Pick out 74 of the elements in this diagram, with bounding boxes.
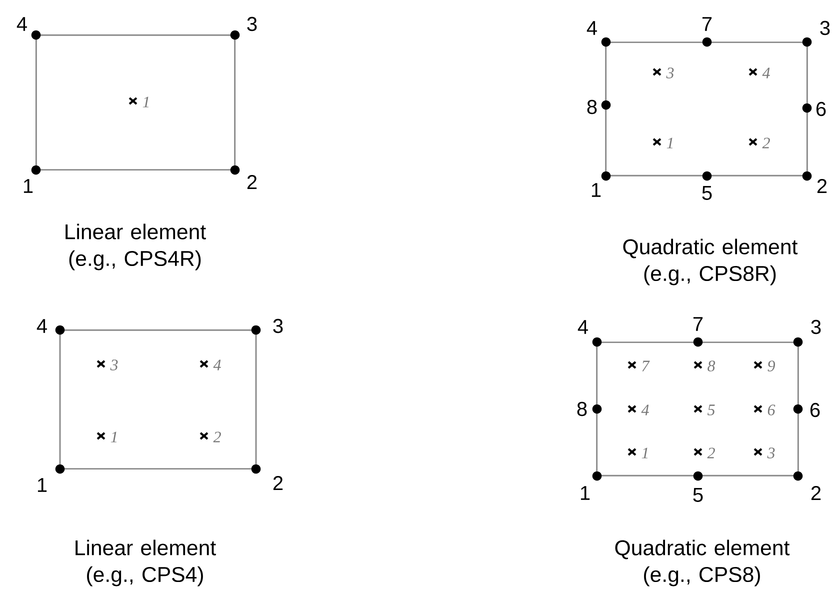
node-number: 3 bbox=[273, 318, 283, 334]
node-number: 8 bbox=[577, 402, 587, 416]
element-caption: Linear element (e.g., CPS4R) bbox=[66, 224, 206, 270]
node-number: 1 bbox=[580, 486, 590, 500]
node-dot bbox=[601, 100, 611, 110]
integration-point-number: 9 bbox=[768, 360, 775, 372]
node-dot bbox=[693, 471, 703, 481]
node-number: 3 bbox=[811, 320, 821, 334]
node-number: 4 bbox=[16, 17, 27, 31]
node-dot bbox=[592, 471, 602, 481]
integration-point-number: 2 bbox=[762, 138, 770, 148]
element-caption: Quadratic element (e.g., CPS8R) bbox=[623, 238, 798, 286]
node-number: 4 bbox=[36, 319, 47, 333]
integration-point-number: 4 bbox=[213, 360, 221, 370]
node-dot bbox=[793, 471, 803, 481]
node-number: 2 bbox=[273, 476, 283, 490]
node-dot bbox=[251, 325, 261, 335]
node-dot bbox=[55, 325, 65, 335]
node-dot bbox=[802, 37, 812, 47]
integration-point-number: 3 bbox=[110, 360, 118, 370]
node-number: 3 bbox=[820, 20, 830, 36]
node-number: 2 bbox=[247, 175, 257, 189]
node-number: 5 bbox=[693, 488, 703, 502]
node-dot bbox=[601, 171, 611, 181]
integration-point-number: 8 bbox=[708, 360, 716, 372]
node-number: 4 bbox=[578, 320, 588, 334]
element-box bbox=[605, 42, 808, 176]
integration-point-number: 5 bbox=[708, 404, 715, 416]
integration-point-number: 7 bbox=[642, 360, 650, 372]
node-number: 6 bbox=[816, 102, 826, 116]
integration-point-number: 2 bbox=[707, 448, 715, 458]
node-number: 7 bbox=[702, 17, 712, 31]
node-number: 2 bbox=[811, 486, 821, 500]
integration-point-number: 4 bbox=[762, 68, 770, 78]
node-dot bbox=[592, 337, 602, 347]
node-dot bbox=[702, 171, 712, 181]
node-number: 3 bbox=[247, 16, 257, 32]
node-dot bbox=[230, 165, 240, 175]
node-dot bbox=[601, 37, 611, 47]
node-dot bbox=[55, 464, 65, 474]
integration-point-number: 3 bbox=[767, 448, 775, 458]
node-number: 8 bbox=[587, 100, 597, 114]
integration-point-number: 6 bbox=[768, 404, 776, 416]
node-number: 2 bbox=[817, 179, 827, 193]
node-number: 7 bbox=[693, 317, 703, 331]
node-dot bbox=[802, 171, 812, 181]
node-dot bbox=[793, 404, 803, 414]
node-dot bbox=[251, 464, 261, 474]
node-dot bbox=[31, 30, 41, 40]
node-dot bbox=[793, 337, 803, 347]
node-number: 1 bbox=[592, 183, 601, 197]
node-number: 1 bbox=[24, 179, 33, 193]
node-dot bbox=[802, 103, 812, 113]
integration-point-number: 1 bbox=[666, 138, 673, 148]
element-caption: Quadratic element (e.g., CPS8) bbox=[615, 540, 790, 586]
integration-point-number: 1 bbox=[142, 96, 149, 108]
element-box bbox=[59, 329, 257, 470]
integration-point-number: 1 bbox=[642, 448, 648, 458]
node-dot bbox=[592, 404, 602, 414]
element-box bbox=[596, 342, 799, 476]
node-number: 5 bbox=[702, 186, 712, 200]
node-number: 6 bbox=[810, 402, 820, 418]
integration-point-number: 4 bbox=[641, 404, 649, 416]
integration-point-number: 1 bbox=[110, 432, 117, 442]
integration-point-number: 3 bbox=[666, 68, 674, 78]
node-number: 1 bbox=[38, 478, 47, 492]
node-dot bbox=[230, 30, 240, 40]
element-caption: Linear element (e.g., CPS4) bbox=[76, 540, 216, 586]
node-dot bbox=[693, 337, 703, 347]
node-number: 4 bbox=[586, 21, 597, 35]
element-box bbox=[35, 34, 236, 171]
node-dot bbox=[31, 165, 41, 175]
integration-point-number: 2 bbox=[213, 432, 221, 442]
node-dot bbox=[702, 37, 712, 47]
